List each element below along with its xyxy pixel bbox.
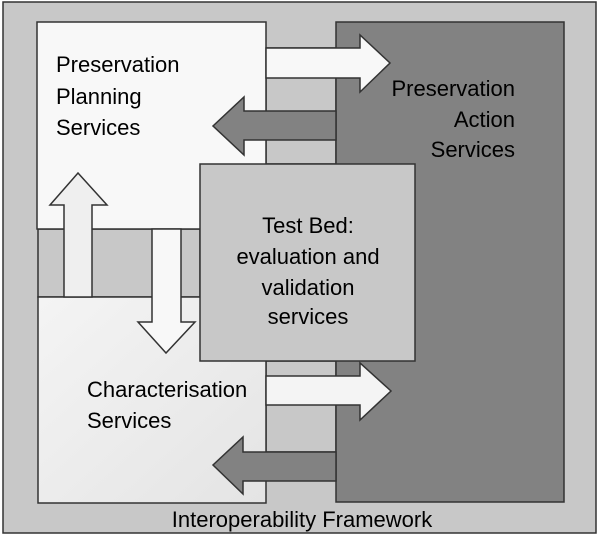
arrow-right-characterisation-to-action [265,361,393,422]
characterisation-line-1: Characterisation [87,377,247,402]
testbed-label: Test Bed: evaluation and validation serv… [236,213,379,329]
planning-line-3: Services [56,115,140,140]
characterisation-line-2: Services [87,408,171,433]
action-line-2: Action [454,107,515,132]
testbed-line-1: Test Bed: [262,213,354,238]
testbed-line-4: services [268,304,349,329]
planning-line-2: Planning [56,84,142,109]
testbed-line-2: evaluation and [236,244,379,269]
arrow-right-planning-to-action [265,33,392,94]
action-label: Preservation Action Services [391,76,515,162]
arrow-down-planning-to-characterisation [136,228,197,355]
testbed-line-3: validation [262,275,355,300]
arrow-left-action-to-characterisation [211,435,337,496]
planning-line-1: Preservation [56,52,180,77]
arrow-up-characterisation-to-planning [48,171,109,298]
test-bed-box [199,163,416,362]
action-line-3: Services [431,137,515,162]
lower-bridge [265,360,337,453]
planning-label: Preservation Planning Services [56,52,180,140]
arrow-left-action-to-planning [211,95,337,157]
characterisation-label: Characterisation Services [87,377,247,433]
action-line-1: Preservation [391,76,515,101]
framework-label: Interoperability Framework [172,507,433,532]
